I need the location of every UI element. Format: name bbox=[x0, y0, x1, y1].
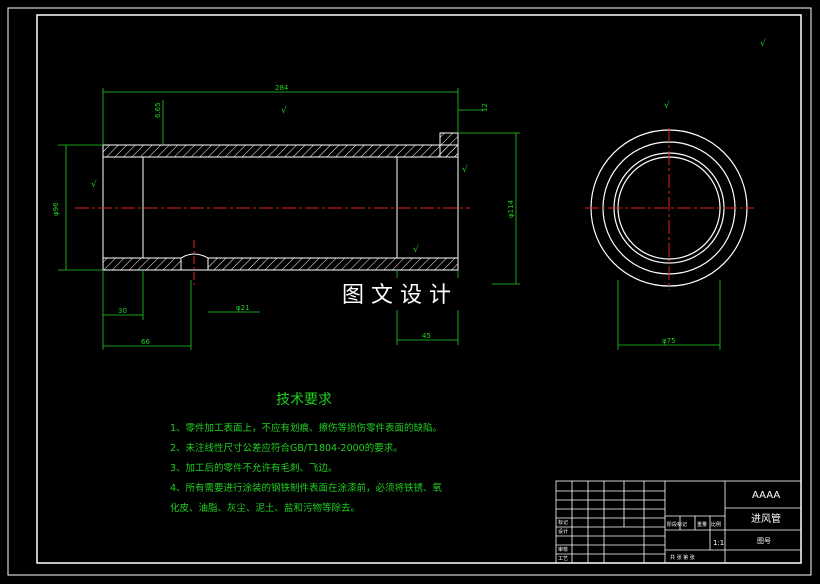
section-view bbox=[75, 132, 470, 285]
label-stage: 阶段标记 bbox=[667, 521, 687, 528]
scale-value: 1:1 bbox=[713, 539, 724, 547]
label-weight: 重量 bbox=[697, 521, 707, 528]
tech-title: 技术要求 bbox=[276, 392, 332, 408]
dim-phi96: φ96 bbox=[52, 202, 60, 216]
tech-notes: 1、零件加工表面上，不应有划痕、擦伤等损伤零件表面的缺陷。 2、未注线性尺寸公差… bbox=[170, 422, 443, 514]
label-sheet: 共 张 第 张 bbox=[670, 554, 695, 561]
part-name: 进风管 bbox=[751, 512, 781, 525]
tech-note: 3、加工后的零件不允许有毛刺、飞边。 bbox=[170, 462, 338, 474]
tech-note: 1、零件加工表面上，不应有划痕、擦伤等损伤零件表面的缺陷。 bbox=[170, 422, 442, 434]
dim-45: 45 bbox=[422, 332, 431, 340]
watermark-bg bbox=[338, 278, 492, 310]
roughness-icon: √ bbox=[281, 105, 287, 116]
roughness-marks: √ √ √ √ √ √ bbox=[91, 38, 766, 255]
dim-284: 284 bbox=[275, 84, 289, 92]
tech-note: 4、所有需要进行涂装的钢铁制件表面在涂漆前，必须将铁锈、氧 bbox=[170, 482, 443, 494]
watermark: 图 文 设 计 bbox=[342, 283, 451, 308]
label-designer: 设计 bbox=[558, 528, 568, 535]
roughness-icon: √ bbox=[664, 100, 670, 111]
dimension-texts: 284 6.65 12 φ96 φ114 30 66 φ21 45 φ75 bbox=[52, 84, 676, 346]
dim-6-65: 6.65 bbox=[154, 102, 162, 118]
label-process: 工艺 bbox=[558, 556, 568, 562]
dim-66: 66 bbox=[141, 338, 150, 346]
tech-note: 2、未注线性尺寸公差应符合GB/T1804-2000的要求。 bbox=[170, 442, 403, 454]
inner-border bbox=[36, 14, 802, 564]
tech-note: 化皮、油脂、灰尘、泥土、盐和污物等除去。 bbox=[170, 502, 360, 514]
dim-phi114: φ114 bbox=[507, 199, 515, 218]
roughness-icon: √ bbox=[760, 38, 766, 49]
title-block-text: AAAA 进风管 图号 1:1 阶段标记 重量 比例 共 张 第 张 标记 设计… bbox=[558, 490, 781, 562]
dim-12: 12 bbox=[481, 103, 489, 112]
roughness-icon: √ bbox=[91, 179, 97, 190]
title-code: AAAA bbox=[752, 490, 780, 501]
roughness-icon: √ bbox=[462, 164, 468, 175]
roughness-icon: √ bbox=[413, 244, 419, 255]
dim-30: 30 bbox=[118, 307, 127, 315]
end-view bbox=[585, 128, 754, 290]
dim-phi75: φ75 bbox=[662, 337, 676, 345]
drawing-no: 图号 bbox=[757, 537, 771, 545]
outer-border bbox=[7, 7, 812, 576]
dim-phi21: φ21 bbox=[236, 304, 250, 312]
label-mark: 标记 bbox=[558, 519, 568, 526]
title-block bbox=[555, 480, 802, 564]
dimension-lines bbox=[58, 88, 721, 350]
label-review: 审核 bbox=[558, 546, 568, 553]
label-ratio: 比例 bbox=[711, 521, 721, 528]
